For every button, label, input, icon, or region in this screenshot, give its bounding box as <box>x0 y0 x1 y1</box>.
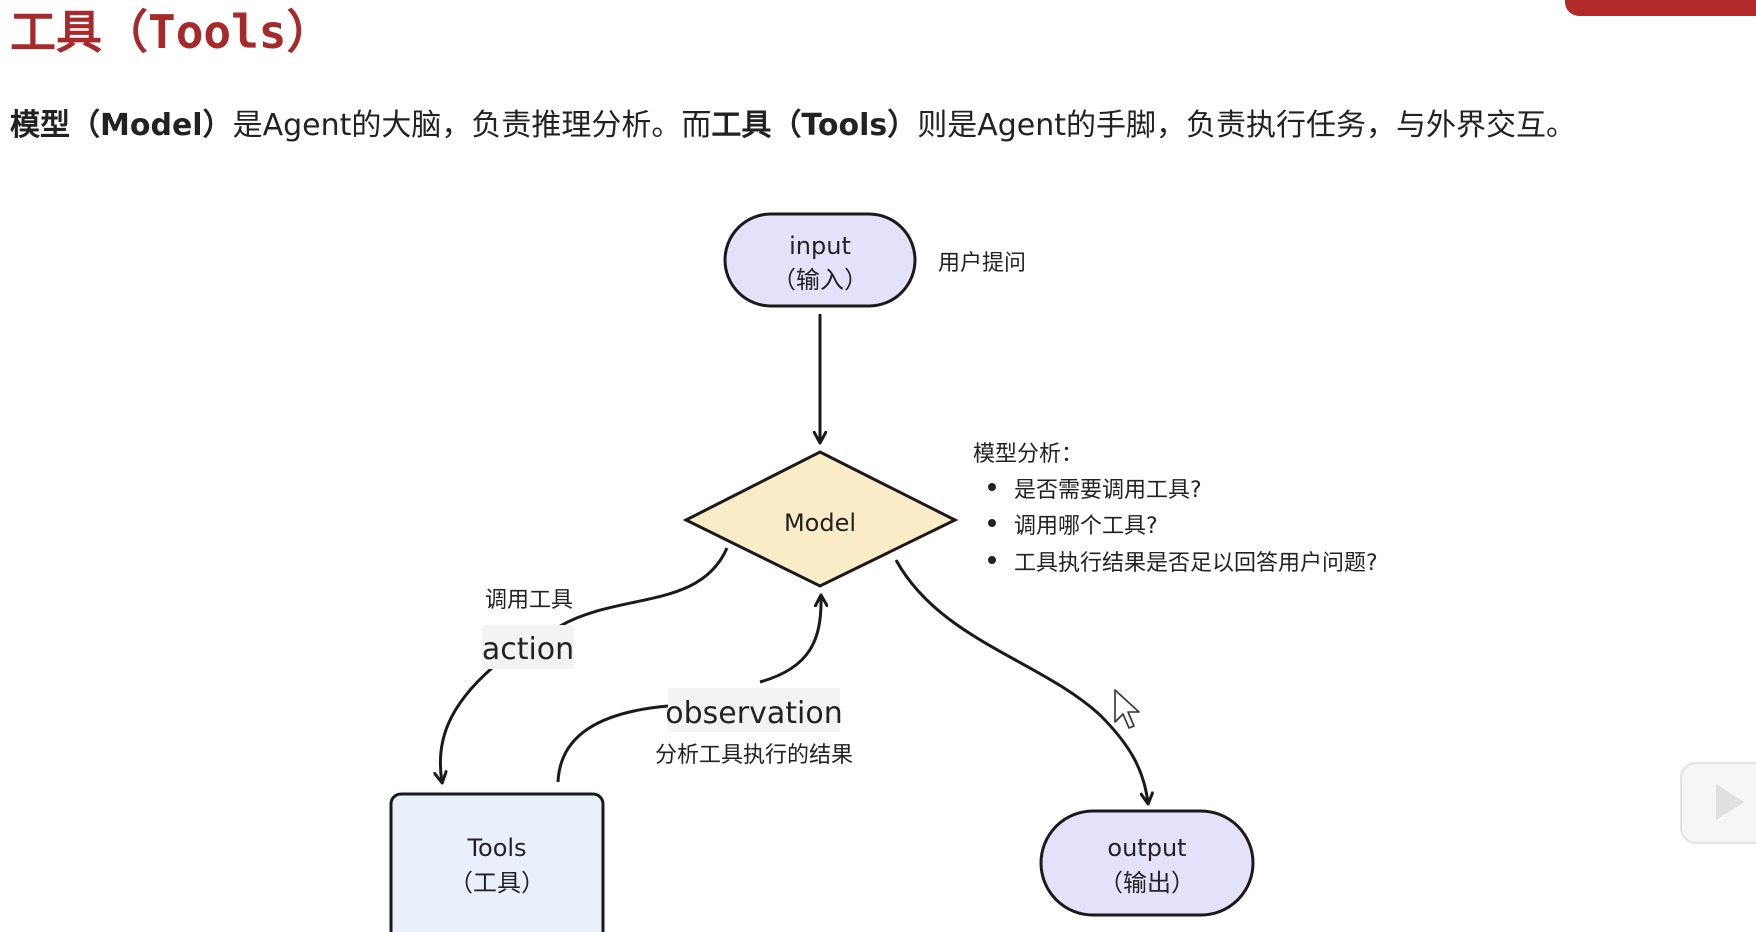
video-play-widget[interactable] <box>1680 762 1756 844</box>
model-note-bullet: 工具执行结果是否足以回答用户问题? <box>1014 551 1378 576</box>
tools-node: Tools （工具） <box>389 792 605 932</box>
intro-part2: 则是Agent的手脚，负责执行任务，与外界交互。 <box>917 108 1577 143</box>
play-icon <box>1716 784 1744 820</box>
model-node: Model <box>682 450 959 588</box>
top-ribbon <box>1565 0 1756 16</box>
input-node-label: input <box>789 232 851 260</box>
model-note-bullet: 是否需要调用工具? <box>1014 478 1202 503</box>
model-note: 模型分析： 是否需要调用工具? 调用哪个工具? 工具执行结果是否足以回答用户问题… <box>973 442 1378 576</box>
input-node: input （输入） <box>723 212 917 308</box>
output-node: output （输出） <box>1039 809 1255 917</box>
input-node-sublabel: （输入） <box>772 266 868 294</box>
page-title: 工具（Tools） <box>10 5 333 59</box>
observation-to-model-arrow <box>759 596 821 684</box>
model-note-bullet: 调用哪个工具? <box>1014 514 1158 539</box>
model-node-label: Model <box>784 509 856 537</box>
action-label: action <box>482 632 574 667</box>
observation-caption: 分析工具执行的结果 <box>655 743 853 768</box>
tools-node-label: Tools <box>466 834 526 862</box>
intro-text: 模型（Model）是Agent的大脑，负责推理分析。而工具（Tools）则是Ag… <box>10 106 1576 146</box>
action-caption: 调用工具 <box>485 588 573 613</box>
intro-part1: 是Agent的大脑，负责推理分析。而 <box>232 108 712 143</box>
model-to-action-curve <box>559 547 729 628</box>
tools-to-observation-curve <box>556 704 669 783</box>
action-to-tools-arrow <box>440 666 493 782</box>
cursor-icon <box>1114 689 1140 729</box>
input-note: 用户提问 <box>938 251 1026 276</box>
output-node-label: output <box>1107 834 1186 862</box>
action-label-bg <box>482 625 574 669</box>
model-to-output-arrow <box>894 559 1148 803</box>
model-note-heading: 模型分析： <box>973 442 1083 467</box>
tools-term: 工具（Tools） <box>711 108 918 143</box>
tools-node-sublabel: （工具） <box>449 869 545 897</box>
output-node-sublabel: （输出） <box>1099 869 1195 897</box>
model-term: 模型（Model） <box>10 108 233 143</box>
observation-label-bg <box>668 688 840 732</box>
observation-label: observation <box>665 696 842 731</box>
